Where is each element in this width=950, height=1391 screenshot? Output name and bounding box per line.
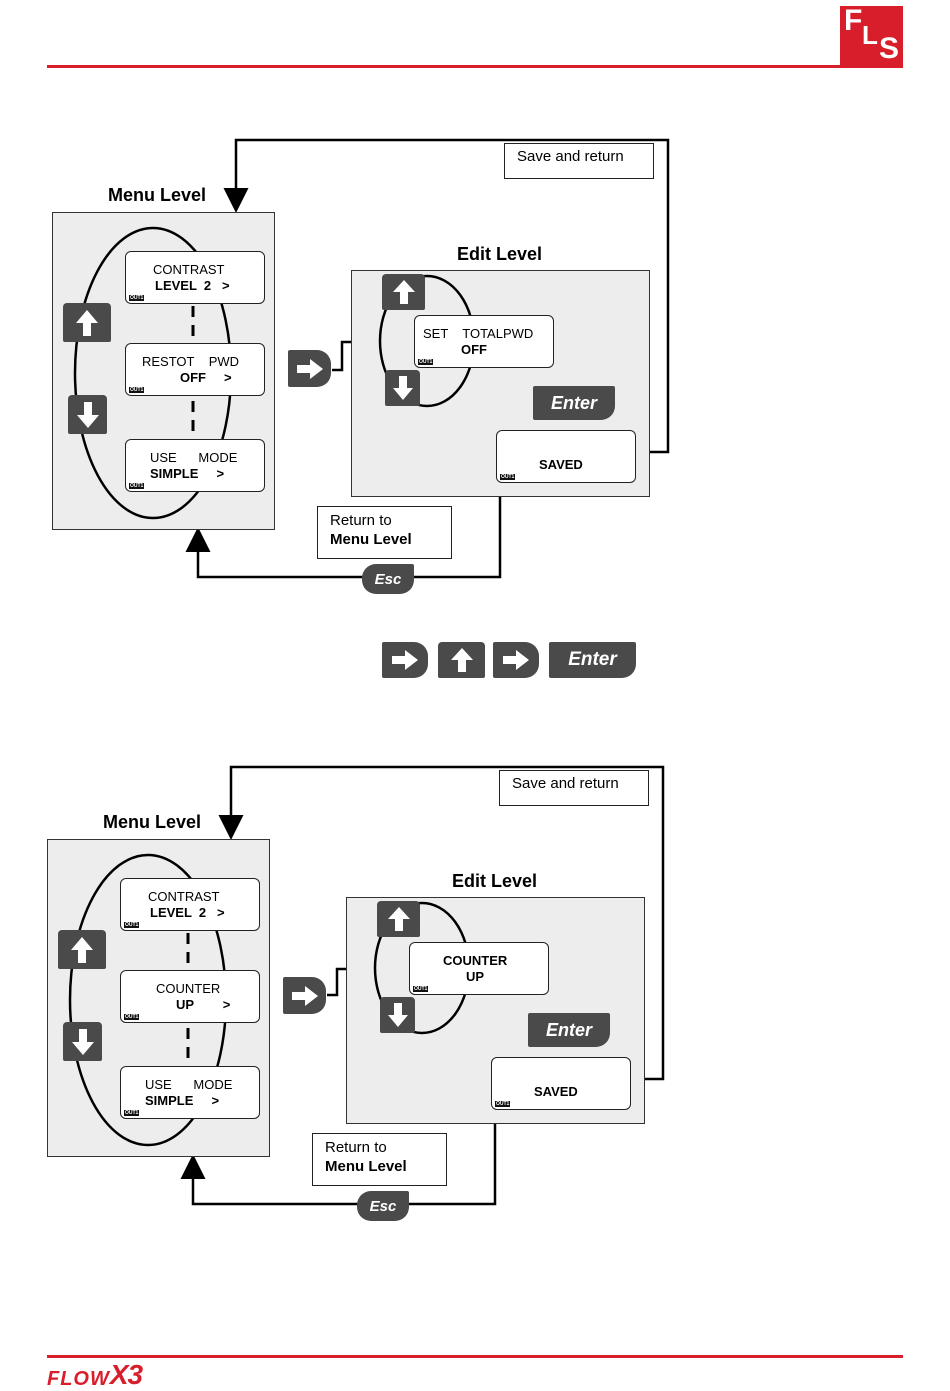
menu-lcd-3: USE MODE SIMPLE > OUT1 xyxy=(120,1066,260,1119)
key-sequence: Enter xyxy=(0,640,950,680)
arrow-down-key-icon xyxy=(63,1022,102,1061)
diagram-2: Menu Level CONTRAST LEVEL 2 > OUT1 COUNT… xyxy=(0,757,950,1237)
enter-key-icon: Enter xyxy=(549,642,636,678)
save-and-return-note: Save and return xyxy=(504,143,654,179)
arrow-right-key-icon xyxy=(288,350,331,387)
edit-level-title: Edit Level xyxy=(452,871,538,891)
return-to-menu-note: Return to Menu Level xyxy=(312,1133,447,1186)
menu-level-panel: CONTRAST LEVEL 2 > OUT1 COUNTER UP > OUT… xyxy=(47,839,270,1157)
menu-lcd-1: CONTRAST LEVEL 2 > OUT1 xyxy=(125,251,265,304)
arrow-right-key-icon xyxy=(283,977,326,1014)
arrow-up-key-icon xyxy=(63,303,111,342)
saved-lcd: SAVED OUT1 xyxy=(496,430,636,483)
arrow-up-key-icon xyxy=(58,930,106,969)
arrow-up-key-icon xyxy=(377,901,420,937)
arrow-down-key-icon xyxy=(385,370,420,406)
menu-lcd-3: USE MODE SIMPLE > OUT1 xyxy=(125,439,265,492)
arrow-right-key-icon xyxy=(382,642,428,678)
edit-level-title: Edit Level xyxy=(457,244,543,264)
esc-key-icon: Esc xyxy=(357,1191,409,1221)
arrow-right-key-icon xyxy=(493,642,539,678)
menu-level-title: Menu Level xyxy=(103,812,202,832)
enter-key-icon: Enter xyxy=(528,1013,610,1047)
fls-logo: F L S xyxy=(840,4,903,67)
enter-key-icon: Enter xyxy=(533,386,615,420)
arrow-down-key-icon xyxy=(380,997,415,1033)
menu-level-panel: CONTRAST LEVEL 2 > OUT1 RESTOT PWD OFF >… xyxy=(52,212,275,530)
flowx3-brand-logo: FLOWX3 xyxy=(47,1359,143,1390)
saved-lcd: SAVED OUT1 xyxy=(491,1057,631,1110)
edit-lcd: COUNTER UP OUT1 xyxy=(409,942,549,995)
return-to-menu-note: Return to Menu Level xyxy=(317,506,452,559)
footer-rule xyxy=(47,1355,903,1358)
diagram-1: Menu Level CONTRAST LEVEL 2 > OUT1 RESTO… xyxy=(0,130,950,610)
esc-key-icon: Esc xyxy=(362,564,414,594)
menu-lcd-2: COUNTER UP > OUT1 xyxy=(120,970,260,1023)
edit-lcd: SET TOTALPWD OFF OUT1 xyxy=(414,315,554,368)
arrow-down-key-icon xyxy=(68,395,107,434)
menu-level-title: Menu Level xyxy=(108,185,207,205)
arrow-up-key-icon xyxy=(438,642,485,678)
menu-lcd-2: RESTOT PWD OFF > OUT1 xyxy=(125,343,265,396)
arrow-up-key-icon xyxy=(382,274,425,310)
header-rule xyxy=(47,65,903,68)
save-and-return-note: Save and return xyxy=(499,770,649,806)
menu-lcd-1: CONTRAST LEVEL 2 > OUT1 xyxy=(120,878,260,931)
